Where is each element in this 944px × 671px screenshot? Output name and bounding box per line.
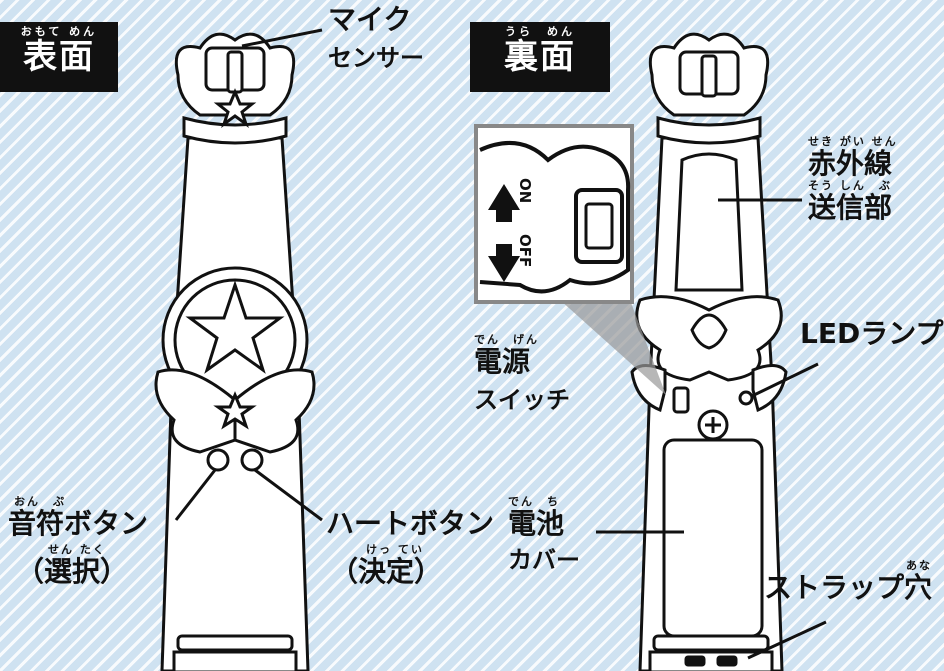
led-lamp-label: LEDランプ [800,317,944,350]
heart-button-label: ハートボタン けっ てい （決定） [326,507,495,588]
switch-on-label: ON [516,178,534,204]
arrow-down-icon [488,244,520,282]
back-ruby: うら めん [505,25,575,38]
back-side-tag: うら めん 裏面 [470,22,610,92]
back-device [630,32,788,671]
power-switch-inset [474,124,666,395]
mic-sensor-label: マイク センサー [328,3,424,73]
switch-off-label: OFF [516,234,534,268]
leader-lines [174,28,827,660]
front-title: 表面 [23,37,95,77]
arrow-up-icon [488,184,520,222]
battery-cover-label: でん ち 電池 カバー [508,495,580,575]
back-title: 裏面 [504,37,576,77]
ir-transmitter-label: せき がい せん 赤外線 そう しん ぶ 送信部 [808,135,898,224]
front-side-tag: おもて めん 表面 [0,22,118,92]
front-ruby: おもて めん [20,25,98,38]
front-device [154,32,316,671]
power-switch-label: でん げん 電源 スイッチ [474,333,570,415]
note-button-label: おん ぷ 音符ボタン せん たく （選択） [8,495,149,588]
strap-hole-label: あな ストラップ穴 [764,559,933,604]
